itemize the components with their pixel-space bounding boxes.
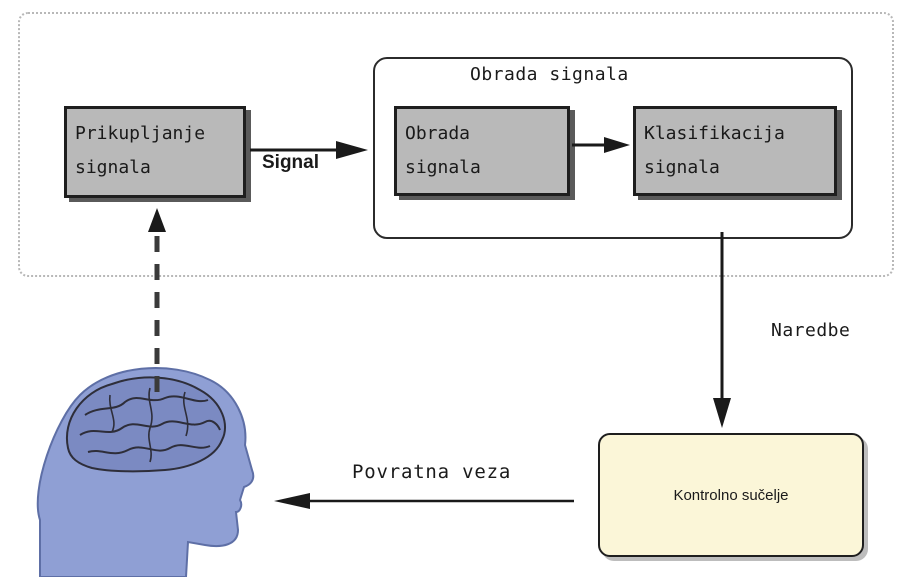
node-control-interface: Kontrolno sučelje [598, 433, 864, 557]
feedback-arrowhead [274, 493, 310, 509]
signal-processing-region [18, 12, 894, 277]
commands-arrowhead [713, 398, 731, 428]
node-signal-classification: Klasifikacija signala [633, 106, 837, 196]
processing-to-classification-arrowhead [604, 137, 630, 153]
control-interface-label: Kontrolno sučelje [673, 486, 789, 504]
feedback-edge-label: Povratna veza [352, 461, 512, 483]
human-head-brain-icon [36, 367, 255, 577]
processing-group-title: Obrada signala [470, 64, 629, 85]
commands-edge-label: Naredbe [771, 320, 851, 341]
signal-edge-label: Signal [262, 152, 320, 173]
node-signal-acquisition: Prikupljanje signala [64, 106, 246, 198]
node-signal-processing: Obrada signala [394, 106, 570, 196]
brain-to-acquisition-arrowhead [148, 208, 166, 232]
signal-arrowhead [336, 141, 368, 159]
